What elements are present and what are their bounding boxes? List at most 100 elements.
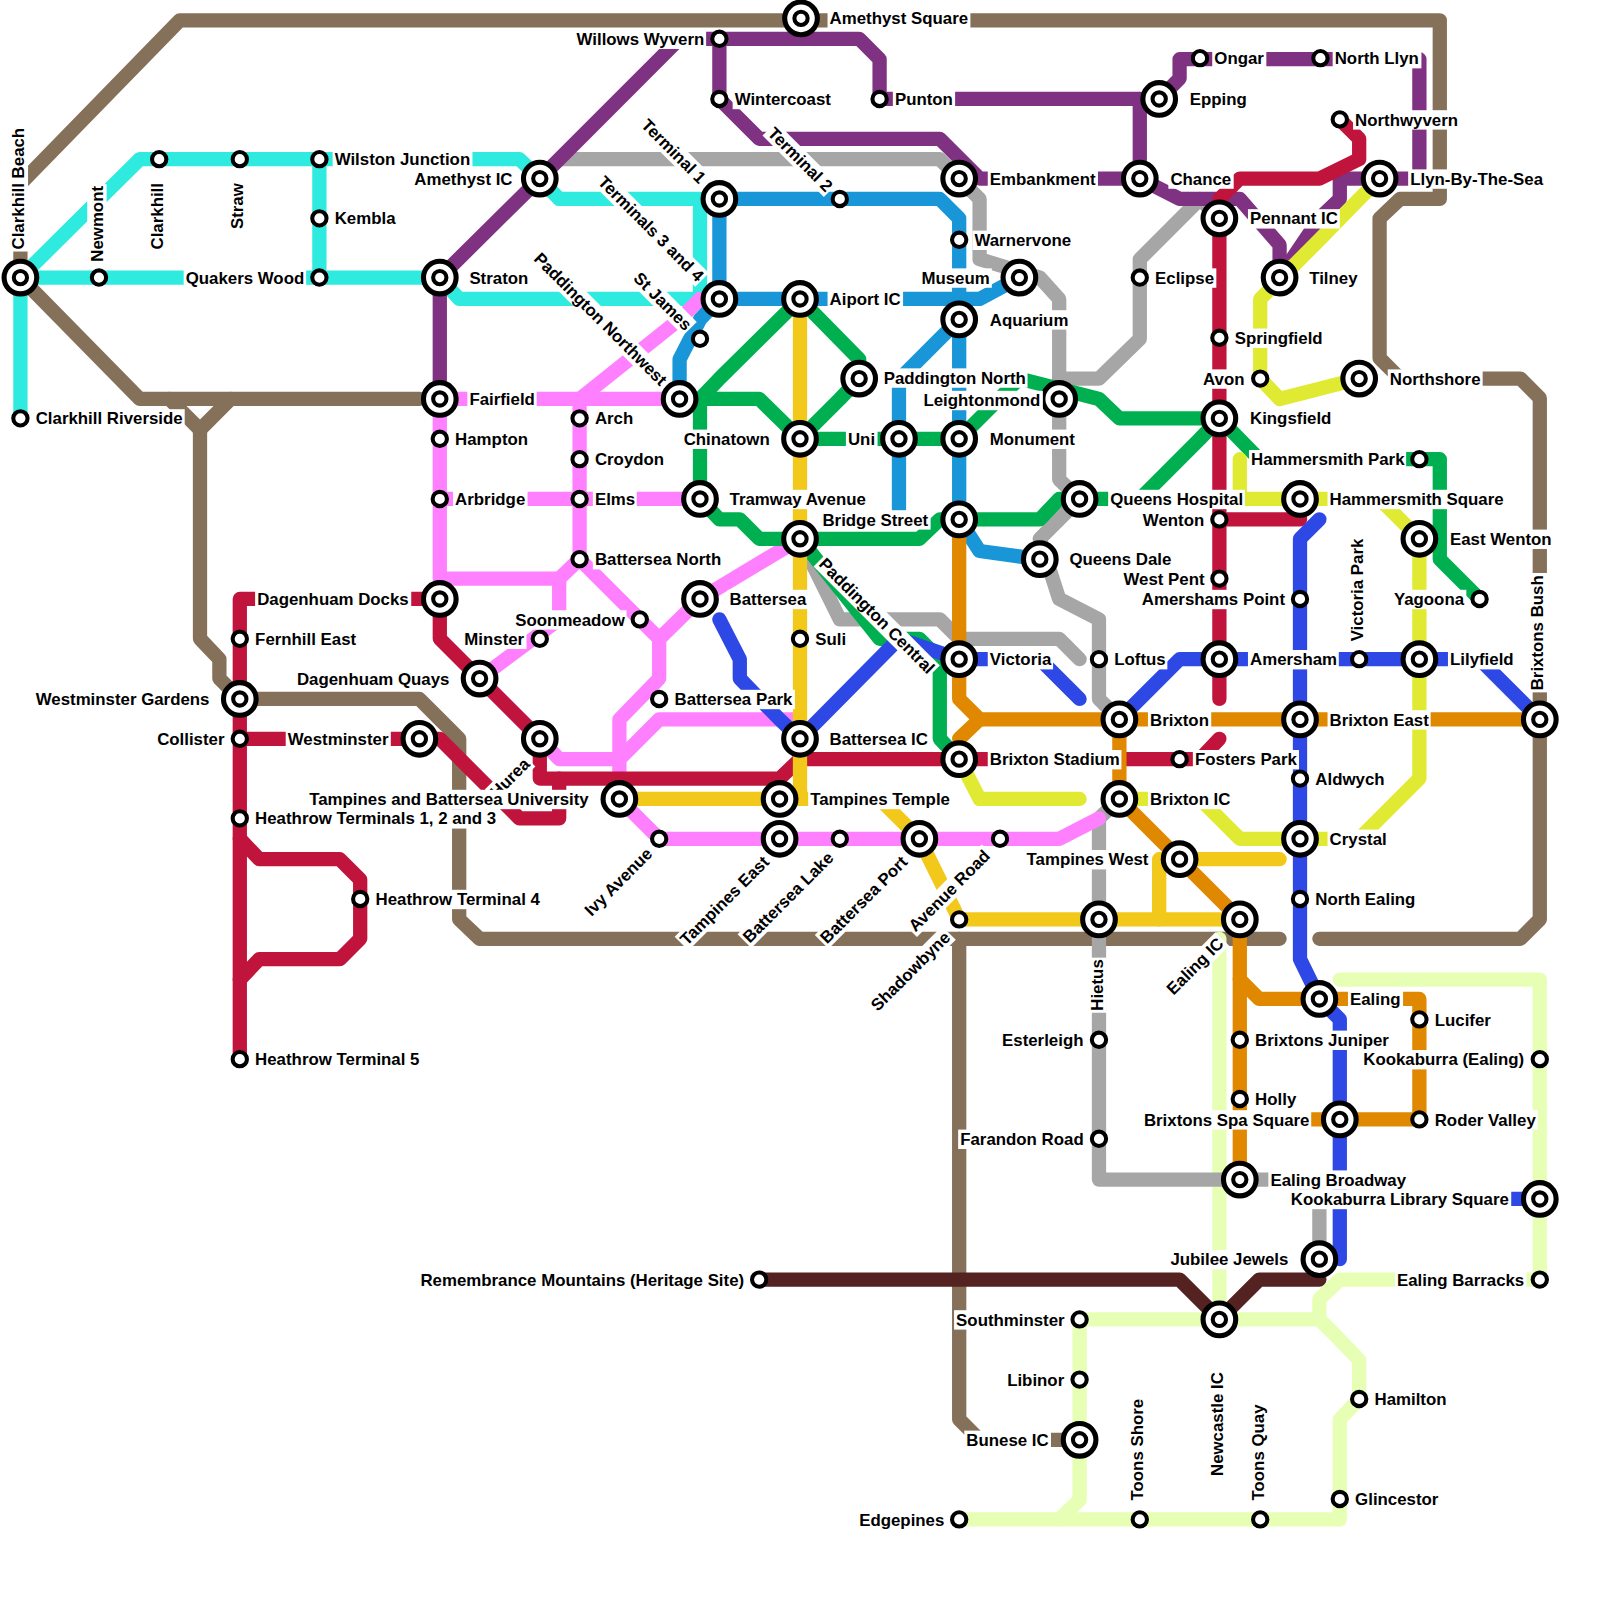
station-marker xyxy=(1253,1512,1267,1526)
station-name: Heathrow Terminals 1, 2 and 3 xyxy=(253,809,498,828)
line-path xyxy=(719,199,1039,559)
station-name: Kookaburra (Ealing) xyxy=(1361,1049,1526,1068)
station-name: Ealing Barracks xyxy=(1395,1270,1526,1289)
interchange-marker xyxy=(1523,1183,1556,1216)
station-marker xyxy=(952,233,966,247)
interchange-core xyxy=(953,513,966,526)
station-name: Newcastle IC xyxy=(1208,1370,1227,1478)
interchange-marker xyxy=(1083,903,1116,936)
station-name: Queens Hospital xyxy=(1108,489,1245,508)
interchange-marker xyxy=(1103,703,1136,736)
interchange-marker xyxy=(1343,362,1376,395)
station-marker xyxy=(1212,571,1226,585)
interchange-core xyxy=(1273,271,1286,284)
interchange-core xyxy=(1073,492,1086,505)
station-name: Willows Wyvern xyxy=(574,29,706,48)
interchange-core xyxy=(1113,792,1126,805)
station-marker xyxy=(1293,592,1307,606)
station-name: Brixton IC xyxy=(1148,789,1233,808)
station-marker xyxy=(952,912,966,926)
interchange-core xyxy=(794,12,807,25)
interchange-marker xyxy=(703,183,736,216)
station-marker xyxy=(572,411,586,425)
interchange-core xyxy=(1113,713,1126,726)
station-name: Llyn-By-The-Sea xyxy=(1408,169,1545,188)
station-name: Kembla xyxy=(333,209,398,228)
interchange-core xyxy=(673,392,686,405)
station-marker xyxy=(233,732,247,746)
station-marker xyxy=(1072,1372,1086,1386)
interchange-core xyxy=(953,753,966,766)
interchange-marker xyxy=(784,422,817,455)
interchange-core xyxy=(1313,1253,1326,1266)
interchange-core xyxy=(693,592,706,605)
interchange-marker xyxy=(943,643,976,676)
station-name: Toons Shore xyxy=(1128,1396,1147,1502)
station-name: Terminal 1 xyxy=(636,113,711,188)
station-name: Dagenhuam Docks xyxy=(255,589,411,608)
interchange-marker xyxy=(1203,1303,1236,1336)
interchange-marker xyxy=(943,162,976,195)
interchange-core xyxy=(793,732,806,745)
station-name: Hammersmith Park xyxy=(1249,449,1407,468)
interchange-core xyxy=(1213,212,1226,225)
line-path xyxy=(440,39,1140,399)
pale-green-line xyxy=(1059,1319,1079,1519)
interchange-core xyxy=(533,172,546,185)
interchange-core xyxy=(793,292,806,305)
station-marker xyxy=(712,92,726,106)
interchange-marker xyxy=(763,783,796,816)
station-marker xyxy=(1233,1033,1247,1047)
station-name: Bridge Street xyxy=(820,510,930,529)
station-marker xyxy=(1352,652,1366,666)
station-marker xyxy=(572,552,586,566)
interchange-marker xyxy=(463,662,496,695)
station-name: Heathrow Terminal 4 xyxy=(373,889,541,908)
station-name: Ongar xyxy=(1212,48,1266,67)
interchange-marker xyxy=(603,783,636,816)
station-name: Quakers Wood xyxy=(184,268,307,287)
interchange-marker xyxy=(784,283,817,316)
interchange-marker xyxy=(943,743,976,776)
station-name: Glincestor xyxy=(1353,1489,1440,1508)
station-marker xyxy=(1092,652,1106,666)
station-name: Ivy Avenue xyxy=(579,842,658,921)
station-marker xyxy=(13,411,27,425)
interchange-core xyxy=(1293,492,1306,505)
interchange-core xyxy=(1073,1433,1086,1446)
interchange-core xyxy=(773,792,786,805)
station-name: Ealing Broadway xyxy=(1268,1170,1408,1189)
line-path xyxy=(1059,199,1219,379)
station-marker xyxy=(433,492,447,506)
station-name: Epping xyxy=(1188,89,1249,108)
station-name: Ealing xyxy=(1348,989,1403,1008)
station-marker xyxy=(312,211,326,225)
station-name: Lucifer xyxy=(1433,1010,1493,1029)
station-name: Tilney xyxy=(1307,268,1359,287)
station-name: Wilston Junction xyxy=(333,149,473,168)
station-name: Aquarium xyxy=(988,310,1071,329)
station-name: Battersea xyxy=(728,589,809,608)
station-name: Brixton East xyxy=(1328,710,1431,729)
interchange-core xyxy=(1092,913,1105,926)
interchange-core xyxy=(1353,372,1366,385)
station-name: Clarkhill Riverside xyxy=(34,409,185,428)
interchange-marker xyxy=(1303,1243,1336,1276)
station-marker xyxy=(1333,112,1347,126)
station-name: Leightonmond xyxy=(921,390,1042,409)
interchange-core xyxy=(413,732,426,745)
station-marker xyxy=(1133,270,1147,284)
station-name: Elms xyxy=(593,489,637,508)
interchange-core xyxy=(693,492,706,505)
interchange-marker xyxy=(1323,1103,1356,1136)
interchange-marker xyxy=(1263,261,1296,294)
station-name: Tampines and Battersea University xyxy=(307,789,591,808)
interchange-core xyxy=(953,172,966,185)
station-marker xyxy=(793,632,807,646)
station-name: Clarkhill Beach xyxy=(9,125,28,251)
interchange-marker xyxy=(523,162,556,195)
station-marker xyxy=(433,432,447,446)
station-name: Amethyst Square xyxy=(828,9,971,28)
